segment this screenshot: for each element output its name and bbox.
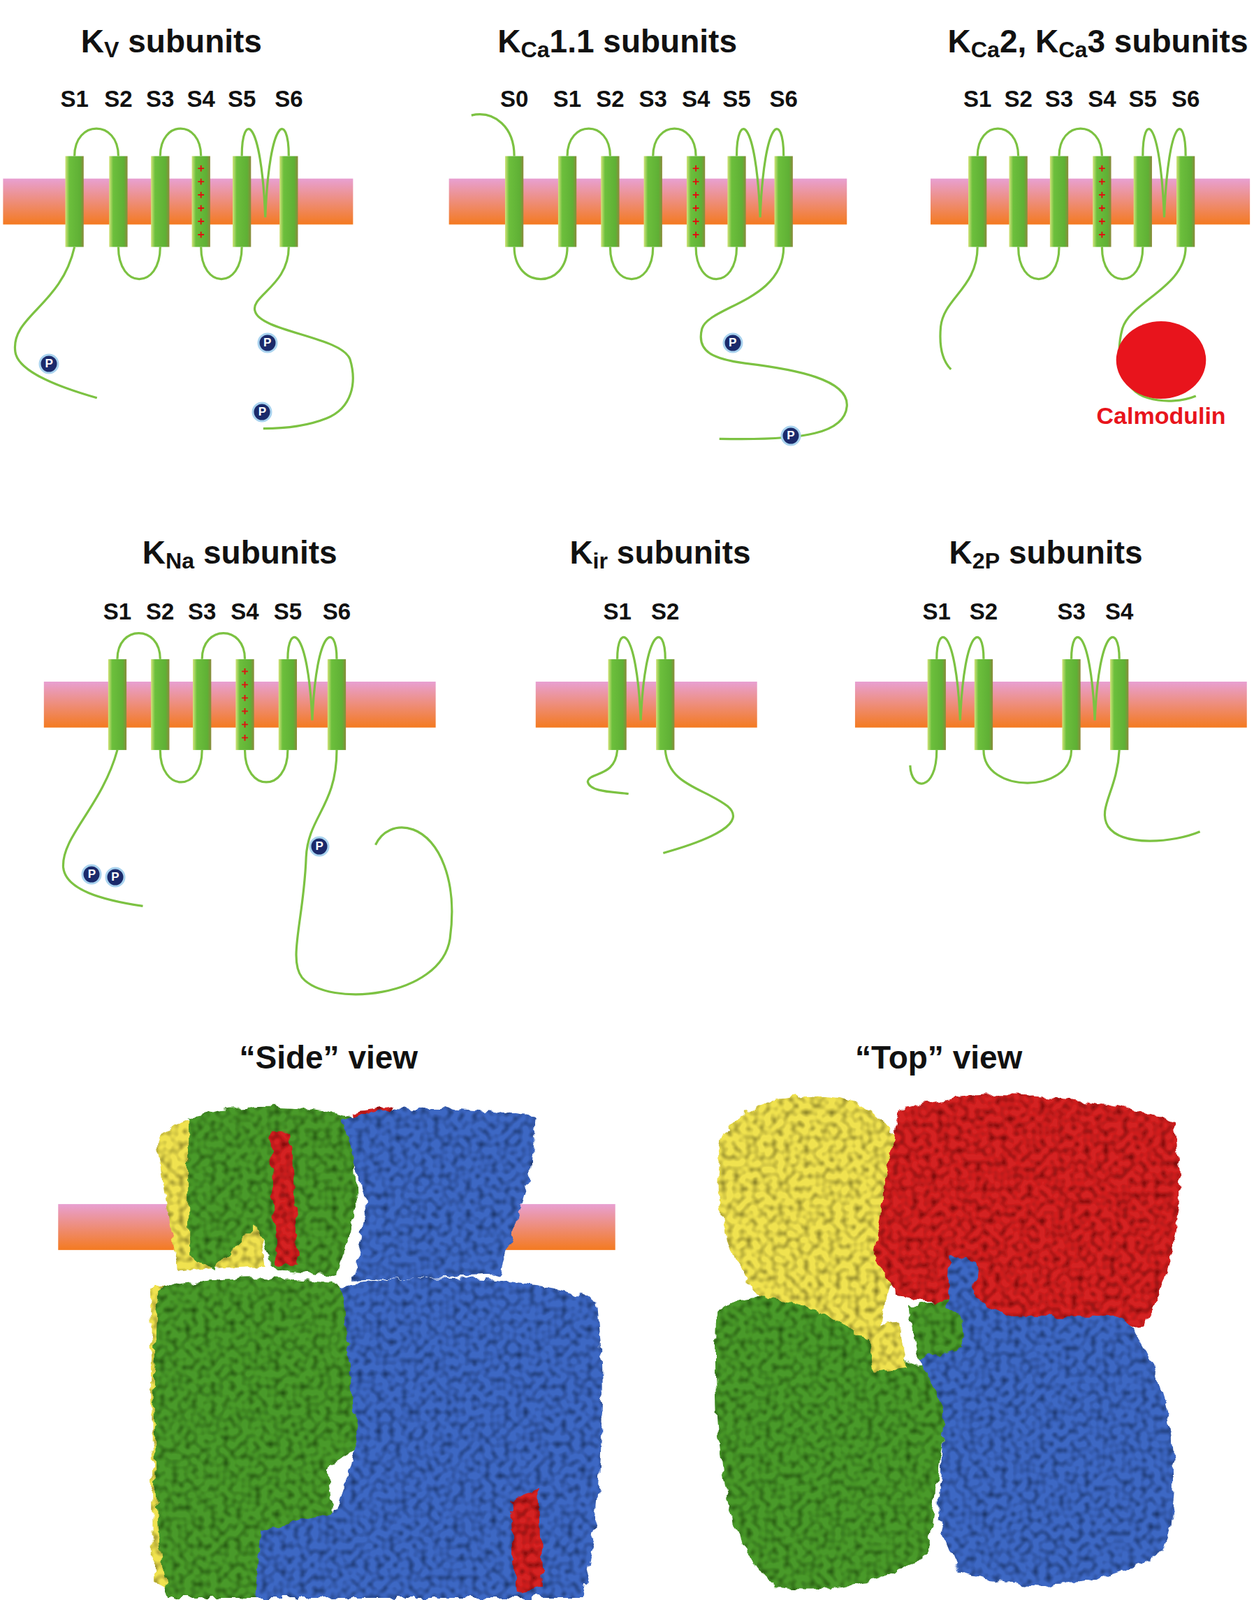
segment-label: S5 — [1128, 85, 1157, 113]
segment-label: S1 — [60, 85, 89, 113]
segment-label: S2 — [595, 85, 624, 113]
segment-label: S6 — [322, 598, 351, 626]
phosphorylation-site: P — [38, 353, 60, 375]
segment-label: S3 — [146, 85, 174, 113]
segment-label: S3 — [1045, 85, 1074, 113]
segment-label: S4 — [1087, 85, 1116, 113]
helix — [64, 156, 1195, 751]
phosphorylation-site: P — [81, 864, 102, 886]
cryo-em-top-view — [715, 1095, 1180, 1590]
segment-label: S4 — [681, 85, 710, 113]
node-text: P — [780, 425, 802, 447]
voltage-sensor-charges — [197, 165, 1105, 742]
node-text: P — [104, 866, 126, 888]
node-text: P — [257, 332, 279, 354]
segment-label: S4 — [187, 85, 216, 113]
segment-label: S6 — [1171, 85, 1200, 113]
segment-label: S1 — [602, 598, 631, 626]
panel-title: Kir subunits — [569, 534, 751, 575]
membrane — [2, 178, 1250, 1251]
panel-title: KNa subunits — [142, 534, 338, 575]
segment-label: S6 — [274, 85, 303, 113]
segment-label: S4 — [1105, 598, 1134, 626]
segment-label: S5 — [227, 85, 256, 113]
segment-label: S1 — [922, 598, 951, 626]
panel-title: KV subunits — [81, 23, 262, 63]
segment-label: S3 — [639, 85, 668, 113]
calmodulin-shape — [1077, 320, 1245, 401]
phosphorylation-site: P — [257, 332, 279, 354]
panel-title: K2P subunits — [949, 534, 1143, 575]
node-text: Calmodulin — [1077, 403, 1245, 429]
segment-label: S2 — [104, 85, 133, 113]
view-title: “Top” view — [855, 1039, 1023, 1077]
node-text: P — [38, 353, 60, 375]
phosphorylation-site: P — [251, 401, 273, 423]
node-text: P — [308, 836, 330, 858]
phosphorylation-site: P — [104, 866, 126, 888]
segment-label: S6 — [769, 85, 798, 113]
segment-label: S3 — [1056, 598, 1085, 626]
node-text: P — [251, 401, 273, 423]
phosphorylation-site: P — [780, 425, 802, 447]
segment-label: S2 — [651, 598, 680, 626]
segment-label: S1 — [553, 85, 582, 113]
node-text: P — [722, 332, 744, 354]
cryo-em-side-view — [150, 1106, 603, 1599]
calmodulin: Calmodulin — [1077, 320, 1245, 429]
segment-label: S2 — [1003, 85, 1032, 113]
segment-label: S5 — [722, 85, 751, 113]
segment-label: S1 — [103, 598, 132, 626]
segment-label: S1 — [963, 85, 992, 113]
segment-label: S3 — [187, 598, 216, 626]
view-title: “Side” view — [238, 1039, 418, 1077]
node-text: P — [81, 864, 102, 886]
panel-title: KCa2, KCa3 subunits — [948, 23, 1249, 63]
phosphorylation-site: P — [722, 332, 744, 354]
segment-label: S5 — [273, 598, 302, 626]
phosphorylation-site: P — [308, 836, 330, 858]
segment-label: S4 — [230, 598, 259, 626]
panel-title: KCa1.1 subunits — [497, 23, 738, 63]
peptide-chain — [14, 114, 1200, 995]
segment-label: S0 — [500, 85, 529, 113]
segment-label: S2 — [969, 598, 998, 626]
segment-label: S2 — [146, 598, 174, 626]
